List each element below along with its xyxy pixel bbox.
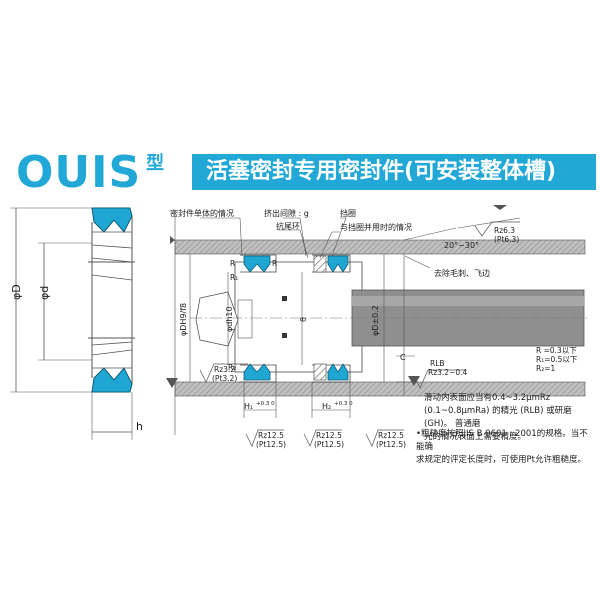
note-surface-finish: 滑动内表面应当有0.4~3.2μmRz (0.1~0.8μmRa) 的精光 (R… (424, 393, 572, 442)
installed-seal-tl (243, 255, 271, 273)
seal-profile-top (91, 207, 133, 233)
seal-section-view: φD φd h (10, 207, 143, 440)
radius-r-top-right: R (272, 259, 277, 268)
surface-rz125-c: Rz12.5 (378, 431, 404, 440)
inner-diameter-label: φd (38, 286, 51, 300)
surface-rz63: Rz6.3 (494, 226, 515, 235)
nut-inner (237, 299, 253, 339)
installation-view (166, 205, 590, 447)
radius-r-value: R =0.3以下 (536, 346, 577, 355)
chamfer-c-label: C (400, 353, 406, 362)
callout-with-retaining-ring: 与挡圈并用时的情况 (340, 222, 412, 232)
callout-seal-alone: 密封件单体的情况 (170, 208, 234, 218)
surface-rlb: RLB (430, 359, 445, 368)
piston-body (234, 261, 363, 373)
title-banner: OUIS 型 活塞密封专用密封件(可安装整体槽) (10, 147, 596, 198)
chamfer-angle-label: 20°~30° (444, 241, 479, 250)
surface-pt125-a: (Pt12.5) (256, 440, 286, 449)
surface-rz125-b: Rz12.5 (316, 431, 342, 440)
installed-seal-br (327, 363, 349, 381)
radius-r2-value: R₂=1 (536, 364, 556, 373)
cylinder-wall-top (174, 239, 586, 255)
surface-pt125-b: (Pt12.5) (314, 440, 344, 449)
seal-groove-top-left (240, 254, 277, 273)
theta-label: θ (299, 317, 308, 322)
seal-inner-lines (91, 231, 133, 369)
product-title: 活塞密封专用密封件(可安装整体槽) (206, 159, 557, 184)
height-label: h (136, 420, 143, 433)
installed-seal-tr (327, 255, 349, 273)
radius-r1-value: R₁=0.5以下 (536, 355, 578, 364)
rod-fit-label: φdh10 (225, 306, 234, 332)
product-series: OUIS (16, 147, 142, 198)
radius-r1-top: R₁ (230, 273, 238, 282)
surface-pt63: (Pt6.3) (494, 235, 519, 244)
seal-groove-top-right (312, 254, 351, 273)
title-bar: 活塞密封专用密封件(可安装整体槽) (192, 154, 596, 190)
seal-body-outline (88, 216, 135, 384)
height-1-label: H₁ (244, 402, 253, 411)
surface-pt125-c: (Pt12.5) (376, 440, 406, 449)
backup-ring-top (313, 255, 327, 273)
bore-fit-label: φDH9/f8 (179, 303, 188, 336)
height-1-tolerance: +0.3 0 (256, 401, 275, 407)
outer-diameter-label: φD (10, 284, 23, 300)
product-series-suffix: 型 (146, 153, 164, 174)
surface-rz32: Rz3.2 (214, 365, 235, 374)
installed-seal-bl (243, 363, 271, 381)
height-2-label: H₂ (322, 402, 331, 411)
radius-r2-bottom: R₂ (228, 363, 236, 372)
piston-dia-label: φD±0.2 (371, 305, 380, 336)
callout-backup-ring: 抗尾环 (276, 221, 300, 231)
seal-groove-bottom-right (312, 364, 351, 383)
note-roughness-standard: •粗糙度按照JIS B 0601 : 2001的规格。当不能确 求规定的评定长度… (416, 429, 588, 465)
remove-burr-label: 去除毛刺、飞边 (434, 268, 490, 278)
callout-retaining-ring: 挡圈 (340, 208, 356, 218)
surface-rz125-a: Rz12.5 (258, 431, 284, 440)
callout-extrusion-gap: 挤出间隙 : g (264, 208, 309, 218)
seal-profile-bottom (91, 367, 133, 393)
surface-rz32-04: Rz3.2~0.4 (428, 368, 468, 377)
radius-r-top: R (230, 259, 235, 268)
surface-pt32: (Pt3.2) (212, 374, 237, 383)
height-2-tolerance: +0.3 0 (334, 401, 353, 407)
seal-groove-bottom-left (240, 364, 277, 383)
backup-ring-bottom (313, 363, 327, 381)
